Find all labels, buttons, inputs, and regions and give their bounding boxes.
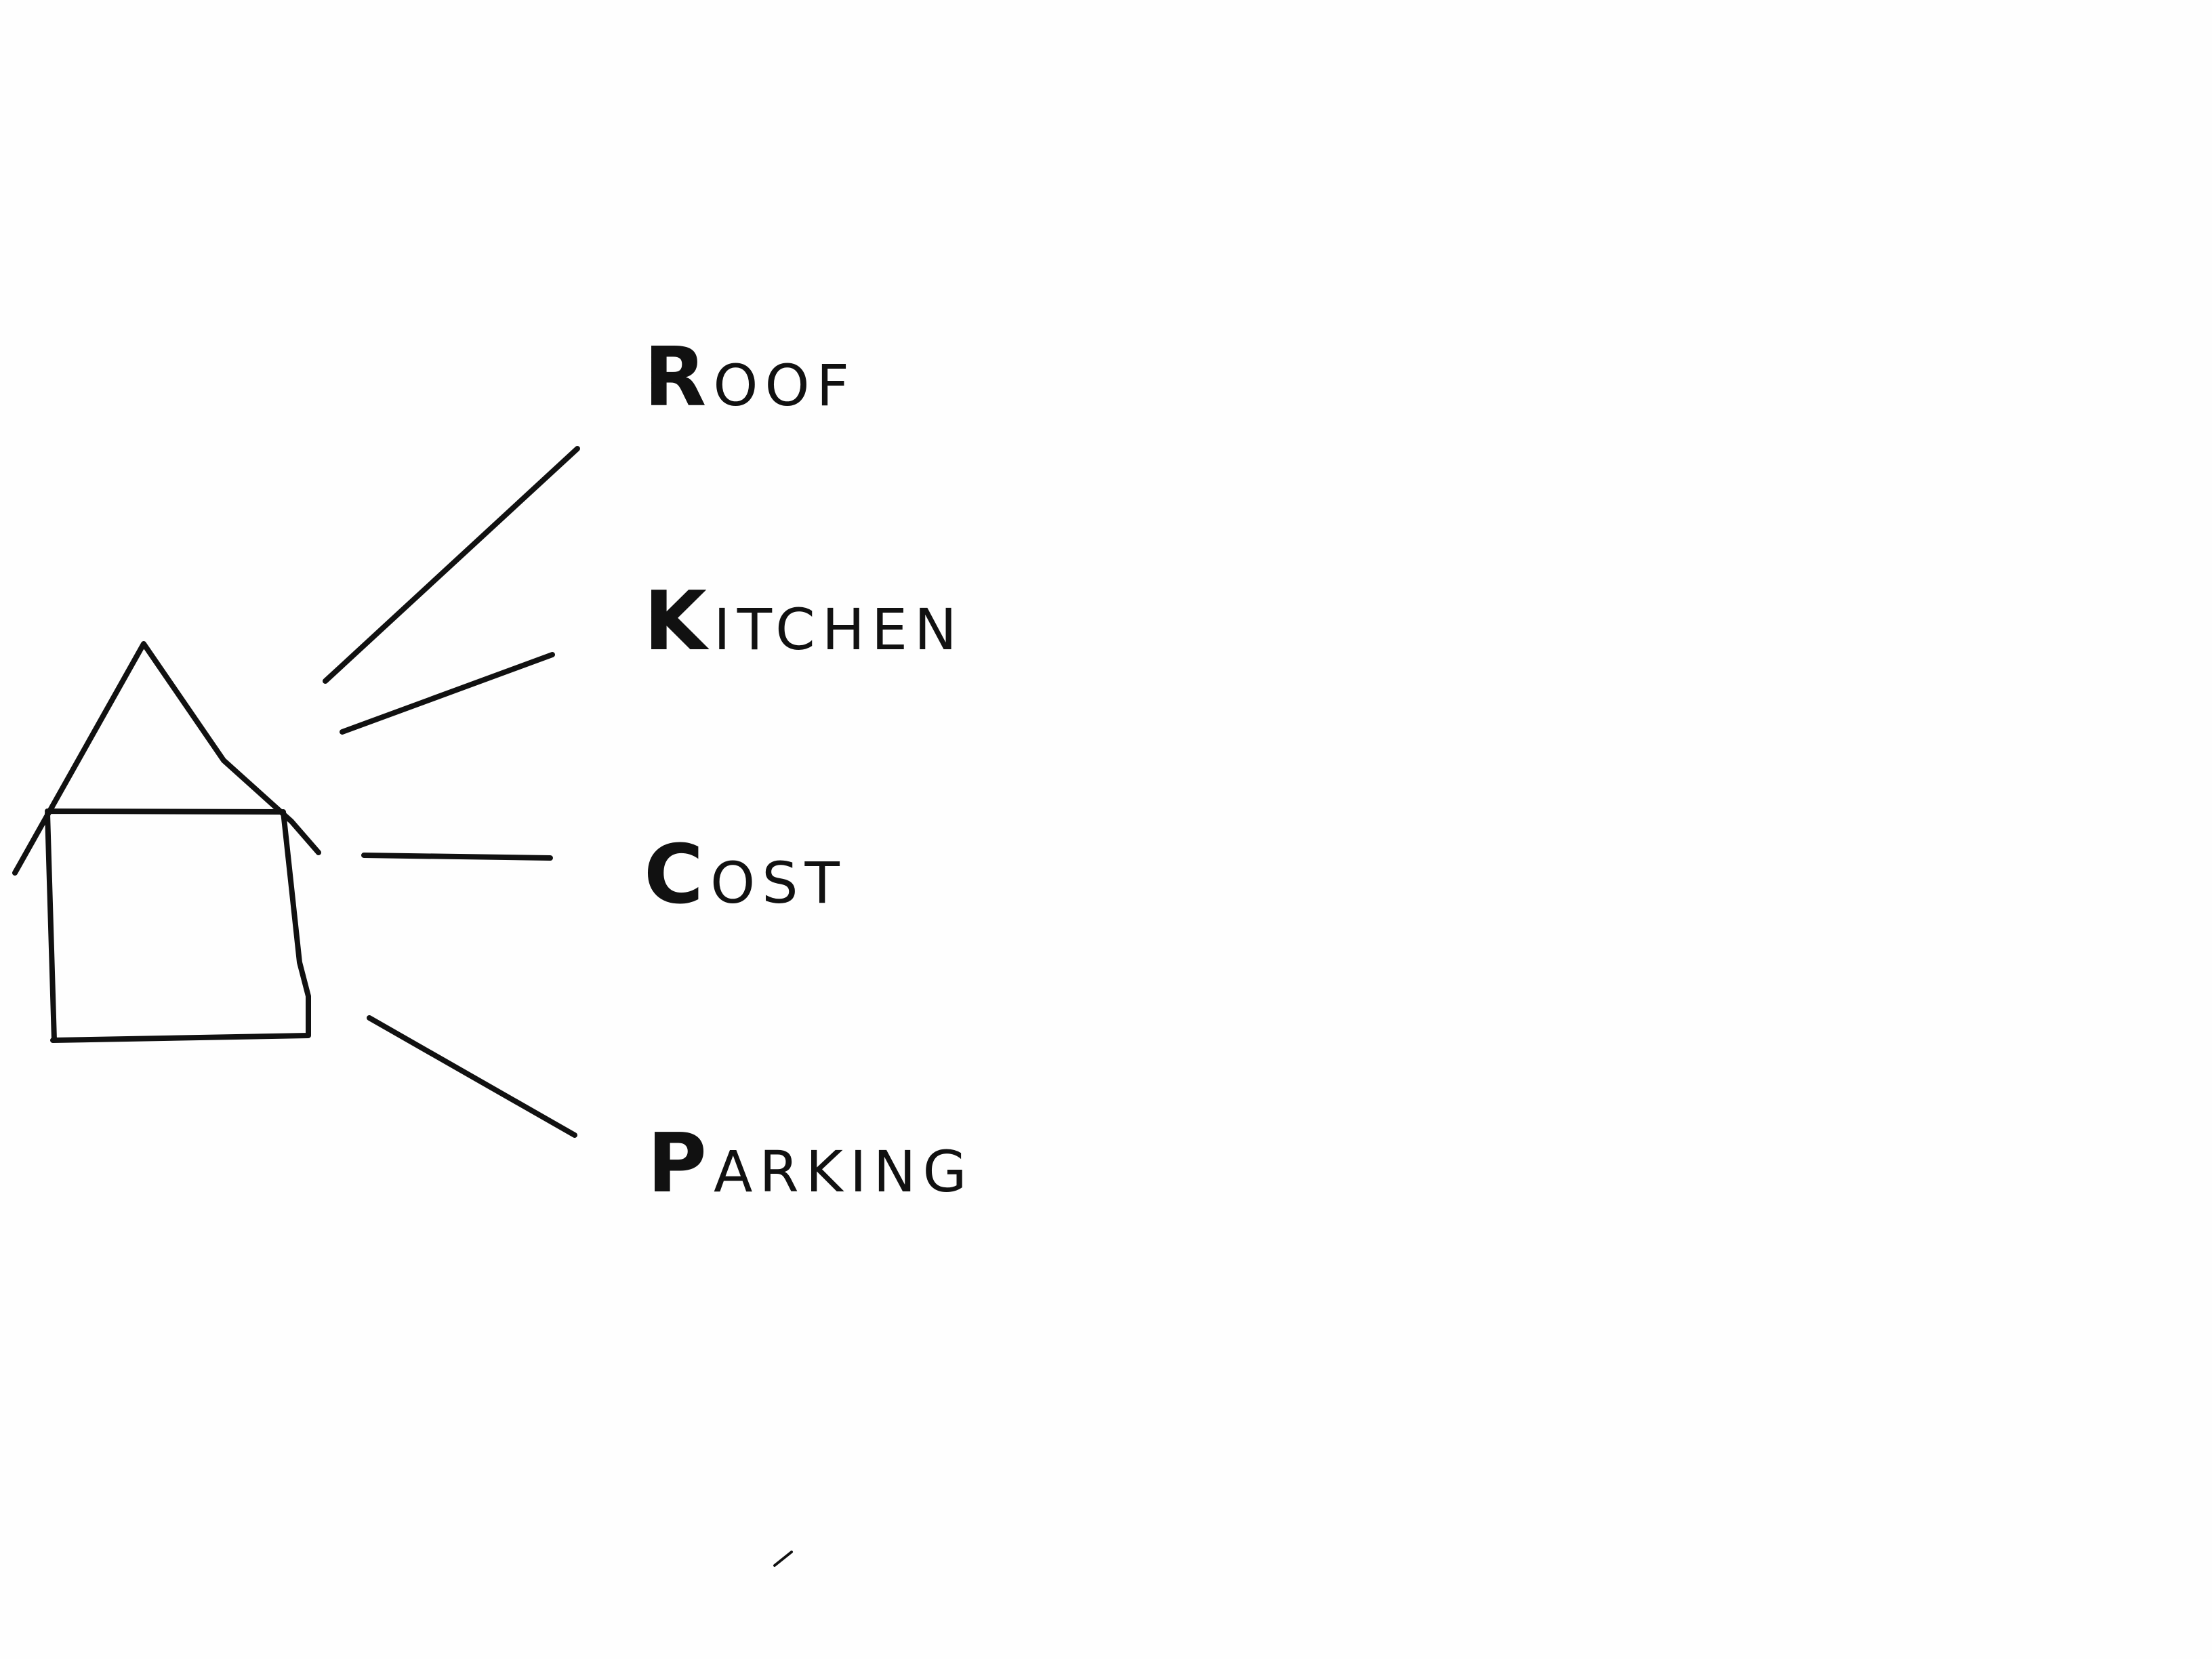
label-cost-rest: OST [710, 850, 846, 916]
label-parking-initial: P [647, 1117, 714, 1211]
label-kitchen-initial: K [644, 575, 714, 669]
label-cost-initial: C [644, 828, 711, 922]
house-roof-icon [12, 641, 321, 876]
label-cost: COST [644, 835, 846, 916]
label-roof-initial: R [644, 331, 714, 425]
stray-mark [773, 1551, 793, 1567]
connector-parking [367, 1015, 577, 1138]
label-kitchen: KITCHEN [644, 581, 964, 663]
label-parking: PARKING [647, 1124, 974, 1205]
label-kitchen-rest: ITCHEN [714, 596, 964, 663]
label-parking-rest: ARKING [713, 1139, 974, 1205]
house-body-icon [45, 808, 311, 1043]
connector-kitchen [340, 652, 555, 735]
connector-cost [361, 853, 553, 861]
connector-roof [323, 446, 580, 684]
label-roof: ROOF [644, 337, 856, 419]
label-roof-rest: OOF [713, 352, 856, 419]
